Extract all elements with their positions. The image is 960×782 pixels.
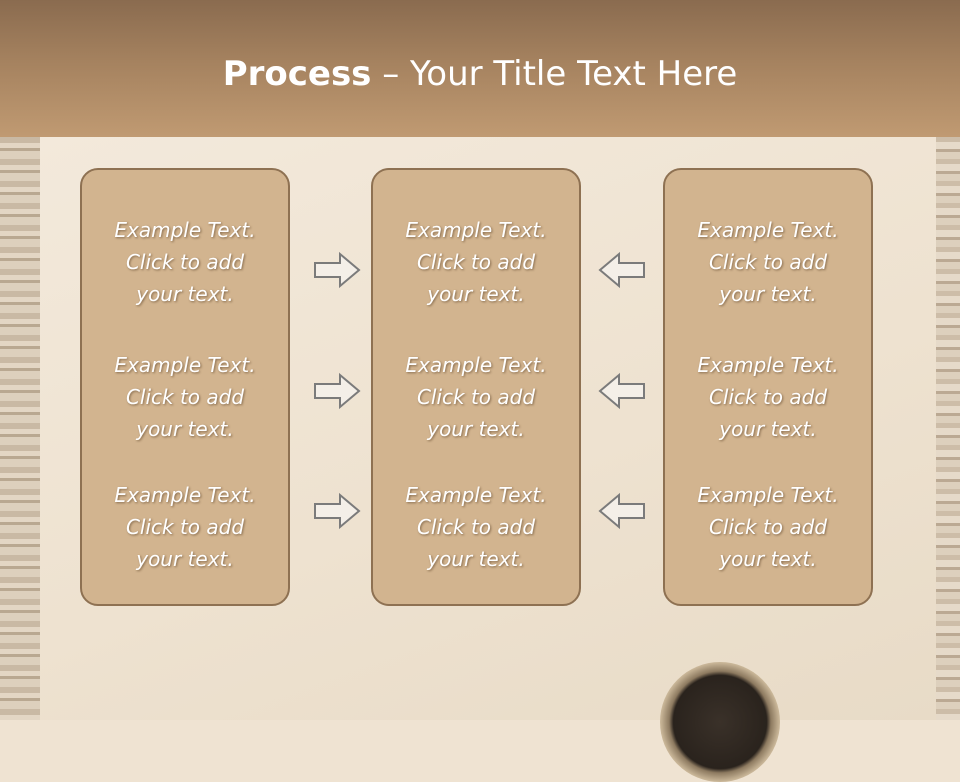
text-line: Click to add <box>125 385 245 409</box>
text-line: Example Text. <box>697 218 839 242</box>
text-line: Example Text. <box>114 353 256 377</box>
text-line: your text. <box>427 417 525 441</box>
wood-background-right <box>936 137 960 720</box>
text-line: Example Text. <box>697 353 839 377</box>
text-line: Example Text. <box>697 483 839 507</box>
text-line: your text. <box>719 547 817 571</box>
text-block[interactable]: Example Text. Click to add your text. <box>82 479 288 575</box>
text-block[interactable]: Example Text. Click to add your text. <box>82 349 288 445</box>
left-arrow-icon <box>598 492 645 530</box>
right-arrow-icon <box>314 492 361 530</box>
wood-background-left <box>0 137 40 720</box>
right-arrow-icon <box>314 372 361 410</box>
process-box-right[interactable]: Example Text. Click to add your text. Ex… <box>663 168 873 606</box>
text-line: Example Text. <box>405 483 547 507</box>
text-block[interactable]: Example Text. Click to add your text. <box>665 214 871 310</box>
process-box-center[interactable]: Example Text. Click to add your text. Ex… <box>371 168 581 606</box>
text-line: Example Text. <box>405 218 547 242</box>
title-bar: Process – Your Title Text Here <box>0 0 960 137</box>
text-line: Click to add <box>416 385 536 409</box>
title-bold: Process <box>222 54 372 94</box>
text-line: Click to add <box>416 250 536 274</box>
text-block[interactable]: Example Text. Click to add your text. <box>665 349 871 445</box>
text-line: your text. <box>719 417 817 441</box>
text-block[interactable]: Example Text. Click to add your text. <box>82 214 288 310</box>
right-arrow-icon <box>314 251 361 289</box>
text-block[interactable]: Example Text. Click to add your text. <box>373 479 579 575</box>
text-line: Example Text. <box>405 353 547 377</box>
text-line: Click to add <box>708 385 828 409</box>
text-line: your text. <box>136 282 234 306</box>
text-line: Click to add <box>416 515 536 539</box>
text-line: Click to add <box>125 515 245 539</box>
text-line: your text. <box>136 417 234 441</box>
text-line: Click to add <box>125 250 245 274</box>
slide-title[interactable]: Process – Your Title Text Here <box>0 52 960 96</box>
title-rest: – Your Title Text Here <box>371 54 738 94</box>
text-line: your text. <box>719 282 817 306</box>
left-arrow-icon <box>598 251 645 289</box>
text-block[interactable]: Example Text. Click to add your text. <box>373 349 579 445</box>
left-arrow-icon <box>598 372 645 410</box>
text-line: your text. <box>136 547 234 571</box>
text-line: Click to add <box>708 250 828 274</box>
text-line: Example Text. <box>114 218 256 242</box>
text-line: Example Text. <box>114 483 256 507</box>
text-block[interactable]: Example Text. Click to add your text. <box>665 479 871 575</box>
text-line: your text. <box>427 282 525 306</box>
process-box-left[interactable]: Example Text. Click to add your text. Ex… <box>80 168 290 606</box>
text-line: Click to add <box>708 515 828 539</box>
text-block[interactable]: Example Text. Click to add your text. <box>373 214 579 310</box>
text-line: your text. <box>427 547 525 571</box>
compass-image <box>660 662 780 782</box>
